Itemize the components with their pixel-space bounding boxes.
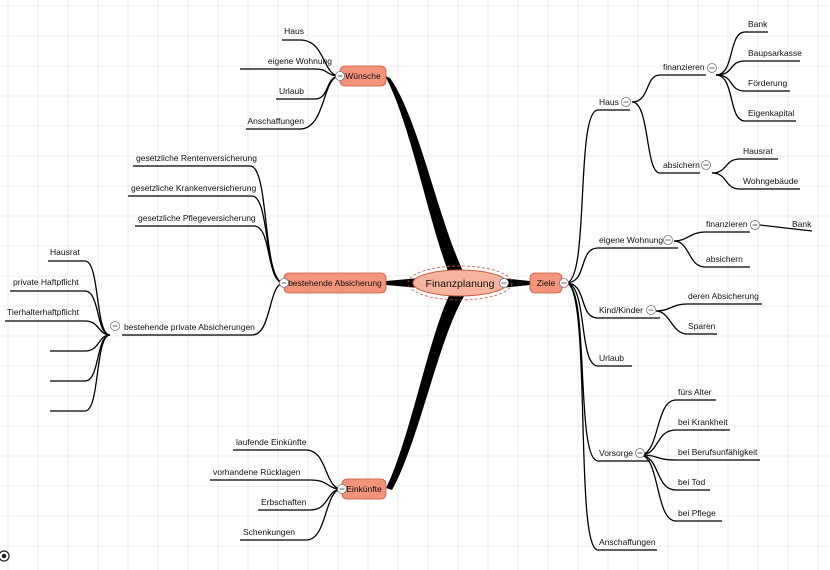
collapse-wohnung-icon[interactable] (663, 235, 673, 245)
ziele-vorsorge-label: Vorsorge (599, 448, 633, 458)
ziele-connectors (565, 31, 813, 551)
haus-finanzieren-child-1: Baupsarkasse (748, 48, 802, 58)
root-label: Finanzplanung (426, 278, 495, 290)
einkuenfte-child-0: laufende Einkünfte (236, 437, 307, 447)
einkuenfte-label: Einkünfte (346, 484, 382, 494)
wuensche-label: Wünsche (345, 71, 381, 81)
vorsorge-child-2: bei Berufsunfähigkeit (678, 447, 758, 457)
private-child-1: private Haftpflicht (13, 277, 79, 287)
ziele-urlaub-label: Urlaub (599, 353, 624, 363)
collapse-vorsorge-icon[interactable] (635, 448, 645, 458)
collapse-root-icon[interactable] (499, 278, 509, 288)
wuensche-child-2: Urlaub (279, 86, 304, 96)
wohnung-finanzieren-child-0: Bank (792, 219, 812, 229)
collapse-private-absicherung-icon[interactable] (110, 321, 120, 331)
wohnung-finanzieren-label: finanzieren (706, 219, 748, 229)
wohnung-absichern-label: absichern (706, 254, 743, 264)
target-dot-icon[interactable] (0, 550, 10, 562)
kind-child-1: Sparen (688, 321, 716, 331)
ziele-anschaffungen-label: Anschaffungen (599, 537, 656, 547)
private-child-2: Tierhalterhaftpflicht (7, 307, 80, 317)
haus-finanzieren-child-3: Eigenkapital (748, 108, 794, 118)
einkuenfte-child-3: Schenkungen (243, 527, 295, 537)
haus-finanzieren-child-0: Bank (748, 19, 768, 29)
absicherung-label: bestehende Absicherung (288, 278, 382, 288)
wuensche-child-0: Haus (284, 26, 304, 36)
collapse-einkuenfte-icon[interactable] (337, 484, 347, 494)
vorsorge-child-1: bei Krankheit (678, 417, 728, 427)
collapse-haus-absichern-icon[interactable] (701, 160, 711, 170)
vorsorge-child-4: bei Pflege (678, 508, 716, 518)
haus-absichern-child-1: Wohngebäude (743, 176, 798, 186)
vorsorge-child-0: fürs Alter (678, 387, 712, 397)
connector-root-einkuenfte (386, 290, 468, 490)
einkuenfte-node[interactable]: Einkünfte (341, 478, 387, 500)
private-absicherung-connectors (5, 260, 111, 412)
einkuenfte-child-2: Erbschaften (261, 497, 307, 507)
haus-finanzieren-label: finanzieren (663, 62, 705, 72)
collapse-absicherung-icon[interactable] (279, 278, 289, 288)
collapse-haus-icon[interactable] (621, 97, 631, 107)
wuensche-child-3: Anschaffungen (247, 116, 304, 126)
absicherung-child-1: gesetzliche Krankenversicherung (131, 183, 256, 193)
collapse-kind-icon[interactable] (646, 305, 656, 315)
kind-child-0: deren Absicherung (688, 291, 759, 301)
root-node[interactable]: Finanzplanung (407, 265, 513, 301)
collapse-wohnung-finanzieren-icon[interactable] (750, 220, 760, 230)
einkuenfte-child-1: vorhandene Rücklagen (213, 467, 301, 477)
private-absicherung-label: bestehende private Absicherungen (124, 322, 255, 332)
haus-finanzieren-child-2: Förderung (748, 78, 787, 88)
absicherung-child-2: gesetzliche Pflegeversicherung (138, 213, 256, 223)
ziele-label: Ziele (537, 278, 556, 288)
haus-absichern-label: absichern (663, 160, 700, 170)
absicherung-connectors (122, 165, 285, 336)
haus-absichern-child-0: Hausrat (743, 146, 773, 156)
vorsorge-child-3: bei Tod (678, 477, 706, 487)
private-child-0: Hausrat (50, 247, 80, 257)
collapse-haus-finanzieren-icon[interactable] (707, 63, 717, 73)
absicherung-child-0: gesetzliche Rentenversicherung (136, 153, 257, 163)
ziele-wohnung-label: eigene Wohnung (599, 235, 663, 245)
connector-root-wuensche (385, 76, 468, 281)
ziele-kind-label: Kind/Kinder (599, 305, 643, 315)
wuensche-child-1: eigene Wohnung (268, 56, 332, 66)
absicherung-node[interactable]: bestehende Absicherung (283, 272, 387, 294)
ziele-node[interactable]: Ziele (529, 272, 563, 294)
collapse-ziele-icon[interactable] (559, 278, 569, 288)
wuensche-node[interactable]: Wünsche (339, 65, 387, 87)
collapse-wuensche-icon[interactable] (335, 71, 345, 81)
ziele-haus-label: Haus (599, 97, 619, 107)
connector-root-absicherung (386, 278, 420, 288)
